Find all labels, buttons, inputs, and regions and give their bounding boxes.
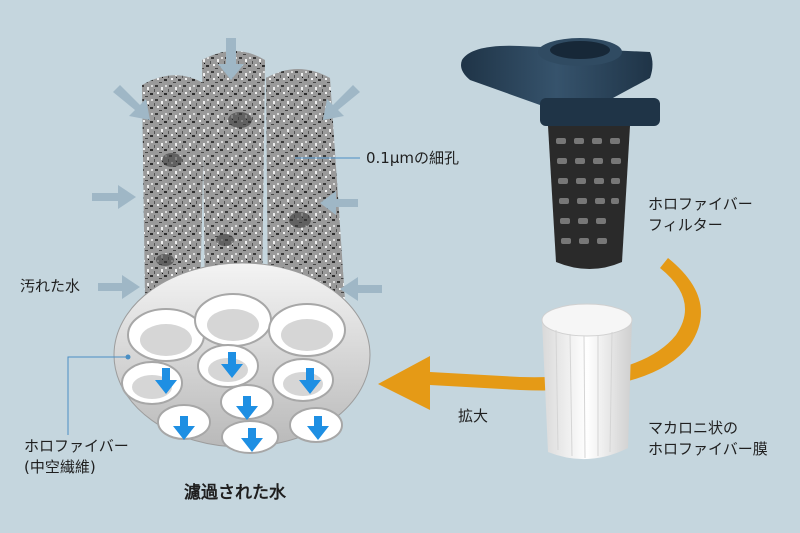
membrane-bundle <box>541 303 633 460</box>
down-flow-arrow-icon <box>155 368 177 394</box>
filtered-flow-arrows <box>155 352 329 452</box>
pore-label: 0.1μmの細孔 <box>366 149 460 167</box>
membrane-subname-label: ホロファイバー膜 <box>648 440 768 458</box>
fiber-subname-label: (中空繊維) <box>24 458 96 476</box>
dirty-water-label: 汚れた水 <box>20 277 81 295</box>
filter-product <box>461 38 660 269</box>
magnify-arrow-icon <box>378 258 701 410</box>
down-flow-arrow-icon <box>307 416 329 440</box>
fiber-cross-section <box>113 262 371 454</box>
inflow-arrows <box>92 38 382 301</box>
inflow-arrow-icon <box>218 38 244 80</box>
membrane-label: マカロニ状の <box>648 419 739 437</box>
filtered-water-label: 濾過された水 <box>184 483 286 503</box>
inflow-arrow-icon <box>98 275 140 299</box>
down-flow-arrow-icon <box>299 368 321 394</box>
magnify-label: 拡大 <box>458 407 489 425</box>
down-flow-arrow-icon <box>241 428 263 452</box>
leader-lines <box>67 157 360 435</box>
inflow-arrow-icon <box>340 277 382 301</box>
inflow-arrow-icon <box>92 185 136 209</box>
product-name-label: ホロファイバー <box>648 195 753 213</box>
down-flow-arrow-icon <box>236 396 258 420</box>
inflow-arrow-icon <box>113 85 150 120</box>
product-subname-label: フィルター <box>648 216 723 234</box>
down-flow-arrow-icon <box>221 352 243 378</box>
porous-fibers <box>142 51 345 300</box>
down-flow-arrow-icon <box>173 416 195 440</box>
inflow-arrow-icon <box>323 85 360 120</box>
inflow-arrow-icon <box>320 191 358 215</box>
fiber-name-label: ホロファイバー <box>24 437 129 455</box>
